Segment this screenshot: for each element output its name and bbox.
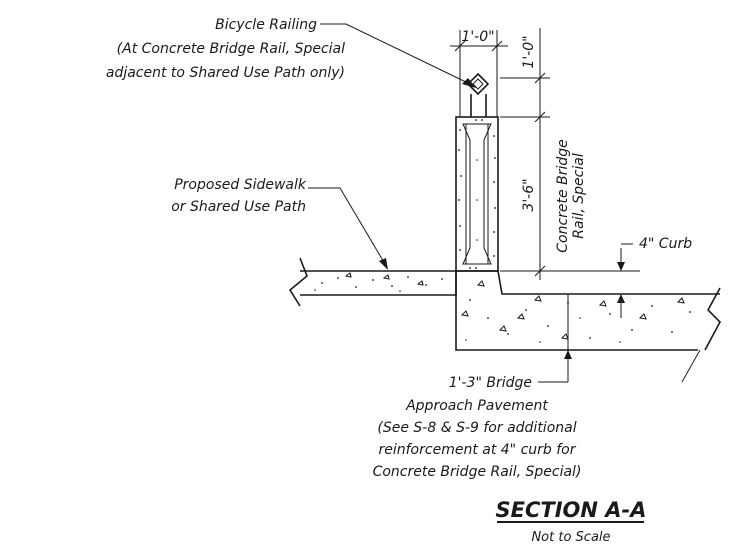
rail-label-line-1: Concrete Bridge	[555, 139, 571, 252]
curb-arrow-down	[617, 262, 625, 271]
railing-width-tick-left	[454, 40, 466, 52]
section-title: SECTION A-A	[496, 498, 647, 522]
sidewalk-leader-arrowhead	[379, 258, 388, 270]
rail-dim-tick-mid	[534, 111, 546, 123]
bicycle-railing-label: Bicycle Railing (At Concrete Bridge Rail…	[106, 17, 345, 81]
sidewalk-label-2: or Shared Use Path	[171, 199, 306, 215]
approach-pavement	[455, 270, 721, 383]
pavement-label: 1'-3" Bridge Approach Pavement (See S-8 …	[373, 375, 582, 480]
pavement-label-1: 1'-3" Bridge	[449, 375, 532, 391]
sidewalk-leader	[308, 187, 386, 265]
curb-label: 4" Curb	[639, 236, 692, 252]
rail-dim-tick-top	[534, 72, 546, 84]
bicycle-railing-leader	[320, 23, 471, 85]
railing-height-dim-text: 1'-0"	[521, 35, 537, 68]
railing-width-dim-text: 1'-0"	[461, 29, 494, 45]
bicycle-railing	[466, 72, 490, 117]
rail-height-dim-text: 3'-6"	[521, 178, 537, 211]
scale-note: Not to Scale	[531, 530, 610, 545]
bicycle-railing-note-2: adjacent to Shared Use Path only)	[106, 65, 345, 81]
pavement-label-2: Approach Pavement	[405, 398, 548, 414]
pavement-label-4: reinforcement at 4" curb for	[379, 442, 577, 458]
pavement-label-5: Concrete Bridge Rail, Special)	[373, 464, 582, 480]
sidewalk-label-1: Proposed Sidewalk	[174, 177, 307, 193]
sidewalk-slab	[288, 257, 457, 307]
pavement-label-3: (See S-8 & S-9 for additional	[377, 420, 576, 436]
railing-width-tick-right	[491, 40, 503, 52]
curb-arrow-up	[617, 294, 625, 303]
bicycle-railing-title: Bicycle Railing	[215, 17, 317, 33]
bicycle-railing-note-1: (At Concrete Bridge Rail, Special	[117, 41, 345, 57]
rail-label-line-2: Rail, Special	[571, 153, 587, 239]
sidewalk-label: Proposed Sidewalk or Shared Use Path	[171, 177, 307, 215]
pavement-dim-arrow	[564, 350, 572, 359]
concrete-bridge-rail	[455, 116, 499, 272]
rail-dim-tick-bottom	[534, 265, 546, 277]
